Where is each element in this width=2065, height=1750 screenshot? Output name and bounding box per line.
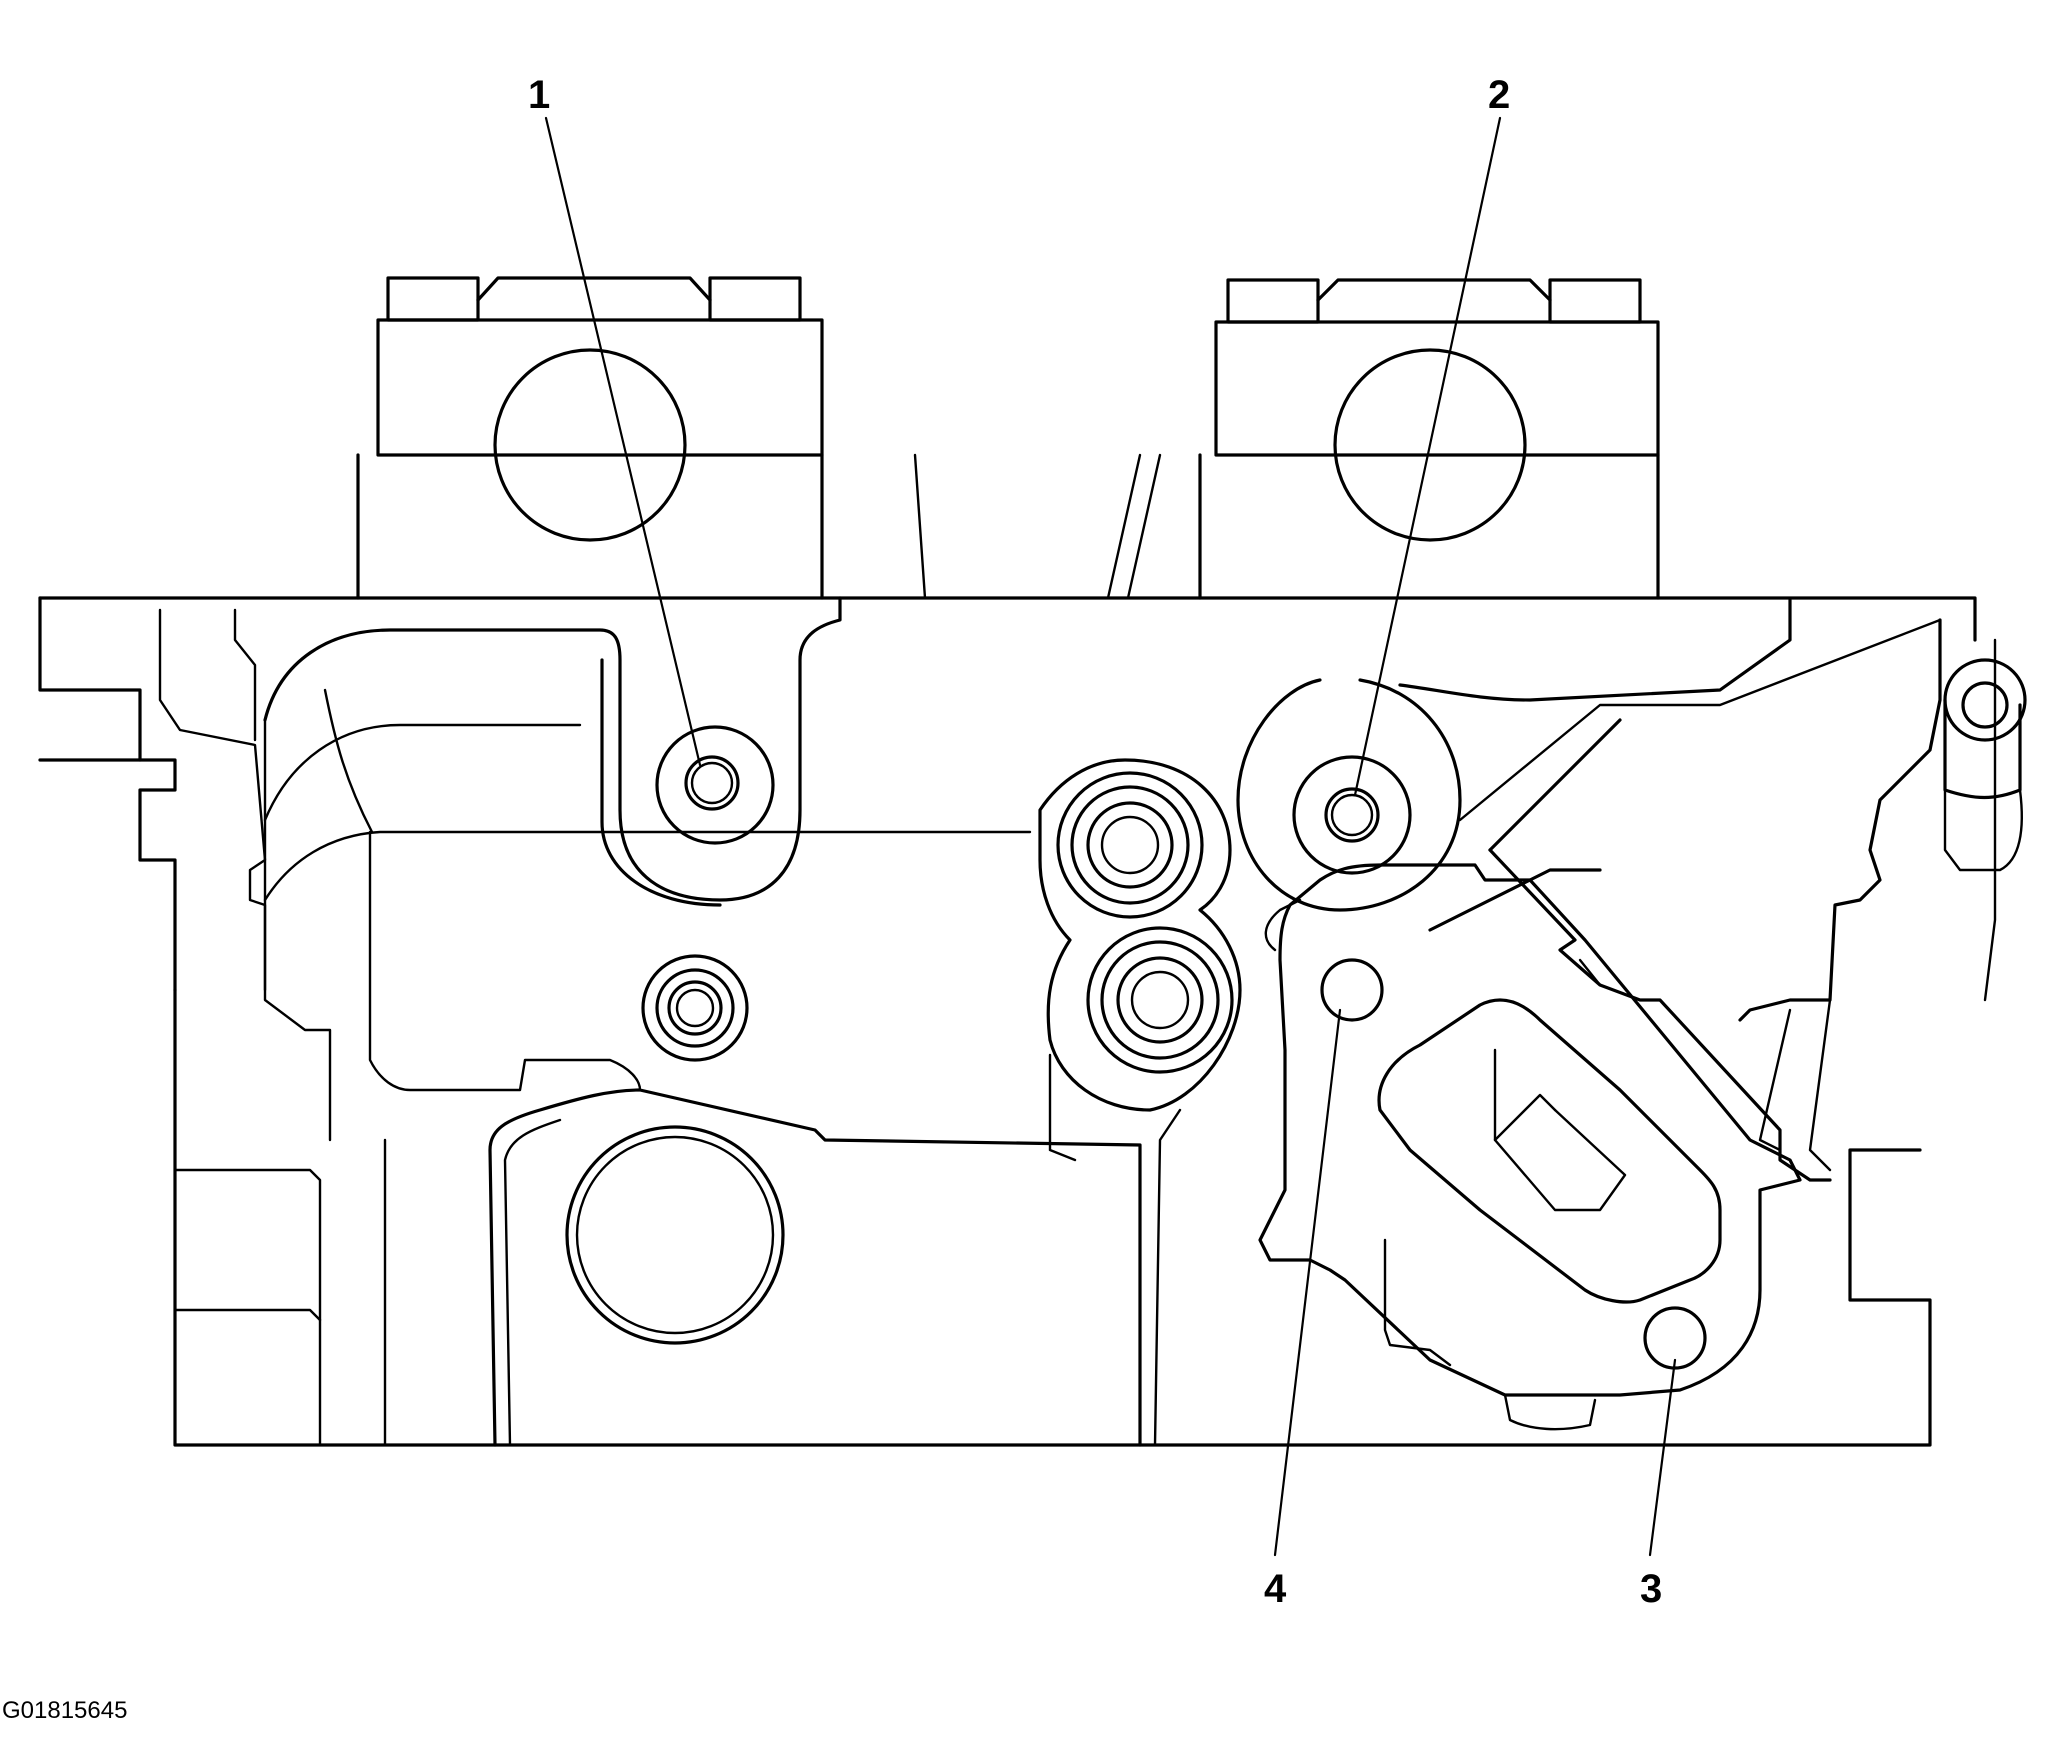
right-passage xyxy=(1398,598,1942,1182)
bolt-hole-2 xyxy=(1236,678,1462,952)
leader-line-3 xyxy=(1648,1358,1677,1557)
camshaft-cap-left xyxy=(356,276,824,600)
lower-bore xyxy=(488,1053,1182,1447)
callout-3: 3 xyxy=(1640,1567,1662,1611)
small-boss xyxy=(641,954,749,1062)
cylinder-head-body xyxy=(38,596,1997,1447)
leader-line-1 xyxy=(544,116,702,767)
center-bosses xyxy=(1038,758,1242,1112)
callout-2: 2 xyxy=(1488,73,1510,117)
leader-line-4 xyxy=(1273,1008,1342,1557)
bracket-housing xyxy=(1258,863,1802,1431)
camshaft-cap-right xyxy=(913,278,1660,600)
right-lug xyxy=(1943,658,2027,872)
intake-port-left xyxy=(263,596,1032,1142)
bolt-hole-1 xyxy=(655,725,775,845)
figure-id-label: G01815645 xyxy=(2,1697,127,1724)
callout-4: 4 xyxy=(1264,1567,1287,1611)
leader-line-2 xyxy=(1353,116,1502,797)
callout-1: 1 xyxy=(528,73,550,117)
